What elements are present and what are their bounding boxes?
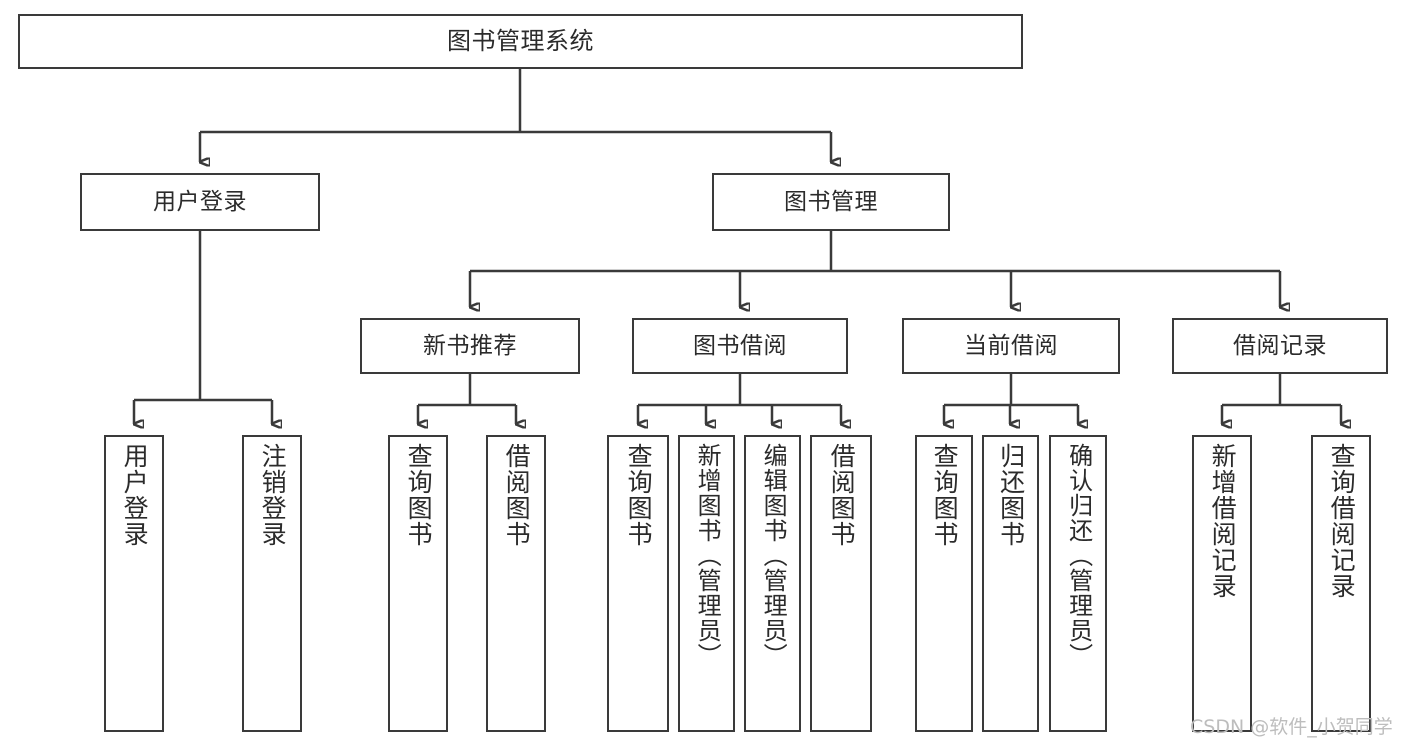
node-leaf-query-borrow-record[interactable]: 查询借阅记录 — [1311, 435, 1371, 732]
node-leaf-user-logout[interactable]: 注销登录 — [242, 435, 302, 732]
node-label: 图书借阅 — [693, 332, 787, 359]
node-label: 注销登录 — [258, 443, 288, 547]
edge-newbookrec-to-leaves — [416, 374, 516, 424]
node-leaf-query-book-current[interactable]: 查询图书 — [915, 435, 973, 732]
edge-currentborrow-to-leaves — [942, 374, 1078, 424]
node-leaf-query-book-borrow[interactable]: 查询图书 — [607, 435, 669, 732]
node-leaf-confirm-return-admin[interactable]: 确认归还（管理员） — [1049, 435, 1107, 732]
node-leaf-borrow-book-rec[interactable]: 借阅图书 — [486, 435, 546, 732]
node-label: 查询图书 — [404, 443, 434, 547]
edge-borrowrecord-to-leaves — [1220, 374, 1341, 424]
node-label: 归还图书 — [996, 443, 1026, 547]
node-leaf-query-book-rec[interactable]: 查询图书 — [388, 435, 448, 732]
node-label: 借阅图书 — [502, 443, 532, 547]
node-label: 新增图书（管理员） — [693, 443, 722, 668]
node-leaf-user-login[interactable]: 用户登录 — [104, 435, 164, 732]
edge-userlogin-to-leaves — [132, 231, 272, 424]
node-leaf-add-borrow-record[interactable]: 新增借阅记录 — [1192, 435, 1252, 732]
node-label: 新增借阅记录 — [1208, 443, 1238, 599]
edge-bookmanage-to-level3 — [468, 231, 1280, 307]
node-label: 查询借阅记录 — [1327, 443, 1357, 599]
node-leaf-add-book-admin[interactable]: 新增图书（管理员） — [678, 435, 735, 732]
node-label: 查询图书 — [930, 443, 960, 547]
node-leaf-return-book[interactable]: 归还图书 — [982, 435, 1039, 732]
node-label: 用户登录 — [120, 443, 150, 547]
node-label: 当前借阅 — [964, 332, 1058, 359]
node-new-book-rec[interactable]: 新书推荐 — [360, 318, 580, 374]
node-label: 用户登录 — [153, 188, 247, 215]
node-label: 编辑图书（管理员） — [759, 443, 788, 668]
edge-bookborrow-to-leaves — [636, 374, 841, 424]
node-book-manage[interactable]: 图书管理 — [712, 173, 950, 231]
watermark-text: CSDN @软件_小贺同学 — [1190, 716, 1393, 738]
node-user-login[interactable]: 用户登录 — [80, 173, 320, 231]
node-label: 借阅记录 — [1233, 332, 1327, 359]
node-borrow-record[interactable]: 借阅记录 — [1172, 318, 1388, 374]
node-book-borrow[interactable]: 图书借阅 — [632, 318, 848, 374]
edge-root-to-level2 — [198, 69, 831, 162]
node-label: 查询图书 — [624, 443, 654, 547]
node-label: 新书推荐 — [423, 332, 517, 359]
node-label: 图书管理 — [784, 188, 878, 215]
node-leaf-edit-book-admin[interactable]: 编辑图书（管理员） — [744, 435, 801, 732]
node-label: 图书管理系统 — [447, 26, 594, 55]
node-label: 确认归还（管理员） — [1064, 443, 1093, 668]
node-leaf-borrow-book[interactable]: 借阅图书 — [810, 435, 872, 732]
node-label: 借阅图书 — [827, 443, 857, 547]
node-current-borrow[interactable]: 当前借阅 — [902, 318, 1120, 374]
node-root-system[interactable]: 图书管理系统 — [18, 14, 1023, 69]
